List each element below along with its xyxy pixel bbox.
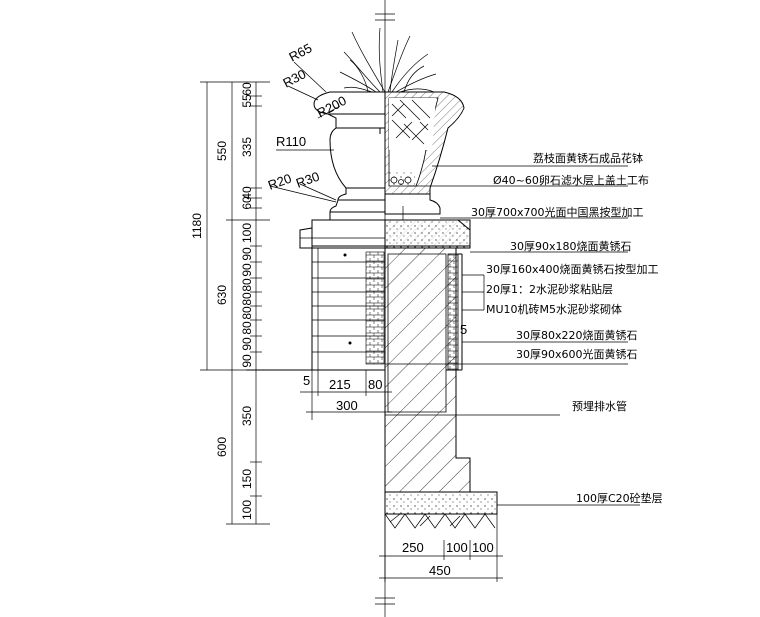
dim-40: 40 xyxy=(240,186,254,200)
dim-ped-1: 90 xyxy=(240,247,254,261)
radius-r200: R200 xyxy=(314,93,348,121)
dim-ped-8: 90 xyxy=(240,354,254,368)
inner-dim-text: 60 55 335 40 60 100 90 90 80 80 80 80 90… xyxy=(240,82,254,520)
note-labels: 荔枝面黄锈石成品花钵 Ø40~60卵石滤水层上盖土工布 30厚700x700光面… xyxy=(471,151,663,505)
dim-55: 55 xyxy=(240,94,254,108)
radius-labels xyxy=(269,61,341,203)
dim-550: 550 xyxy=(215,141,229,161)
radius-r30-bottom: R30 xyxy=(294,169,322,191)
radius-r20: R20 xyxy=(266,171,294,193)
dim-ped-2: 90 xyxy=(240,263,254,277)
dim-5-bottom: 5 xyxy=(303,373,310,388)
left-dimensions xyxy=(200,81,270,525)
radius-r30-top: R30 xyxy=(280,66,308,90)
note-90x600: 30厚90x600光面黄锈石 xyxy=(516,347,638,361)
dim-5-small: 5 xyxy=(460,322,467,337)
note-90x180: 30厚90x180烧面黄锈石 xyxy=(510,239,632,253)
dim-60-top: 60 xyxy=(240,82,254,96)
note-80x220: 30厚80x220烧面黄锈石 xyxy=(516,328,638,342)
bottom-dims-upper xyxy=(300,370,392,420)
footing xyxy=(246,369,498,529)
dim-630: 630 xyxy=(215,285,229,305)
masonry-core xyxy=(384,247,471,493)
note-160x400: 30厚160x400烧面黄锈石按型加工 xyxy=(486,262,659,276)
dim-100-base: 100 xyxy=(240,500,254,520)
mid-dim-text: 550 630 600 xyxy=(215,141,229,457)
note-brick: MU10机砖M5水泥砂浆砌体 xyxy=(486,302,622,316)
plant-leaves xyxy=(339,27,437,93)
outer-dim-text: 1180 xyxy=(190,213,204,239)
cap-stone xyxy=(299,206,471,249)
dim-300: 300 xyxy=(336,398,358,413)
dim-ped-4: 80 xyxy=(240,292,254,306)
dim-100-a: 100 xyxy=(446,540,468,555)
dim-ped-7: 90 xyxy=(240,337,254,351)
dim-450: 450 xyxy=(429,563,451,578)
dim-215: 215 xyxy=(329,377,351,392)
dim-350: 350 xyxy=(240,406,254,426)
dim-ped-5: 80 xyxy=(240,306,254,320)
dim-150: 150 xyxy=(240,469,254,489)
radius-r65: R65 xyxy=(286,40,314,64)
note-planter: 荔枝面黄锈石成品花钵 xyxy=(533,151,643,165)
dim-100: 100 xyxy=(240,223,254,243)
note-drain: 预埋排水管 xyxy=(572,399,627,413)
note-pebbles: Ø40~60卵石滤水层上盖土工布 xyxy=(493,173,649,187)
dim-80: 80 xyxy=(368,377,382,392)
pedestal-cladding-left xyxy=(311,247,386,371)
dim-600: 600 xyxy=(215,437,229,457)
dim-100-b: 100 xyxy=(472,540,494,555)
note-mortar: 20厚1：2水泥砂浆粘贴层 xyxy=(486,282,613,296)
dim-1180: 1180 xyxy=(190,213,204,239)
leader-lines xyxy=(385,165,640,506)
dim-ped-6: 80 xyxy=(240,321,254,335)
planter-bowl-section xyxy=(384,91,465,215)
planter-bowl-left xyxy=(313,91,385,221)
dim-60: 60 xyxy=(240,196,254,210)
dim-250: 250 xyxy=(402,540,424,555)
dim-ped-3: 80 xyxy=(240,278,254,292)
note-concrete: 100厚C20砼垫层 xyxy=(576,491,663,505)
note-cap: 30厚700x700光面中国黑按型加工 xyxy=(471,205,644,219)
bottom-dims-lower xyxy=(379,514,503,582)
radius-r110: R110 xyxy=(276,134,306,149)
dim-335: 335 xyxy=(240,137,254,157)
